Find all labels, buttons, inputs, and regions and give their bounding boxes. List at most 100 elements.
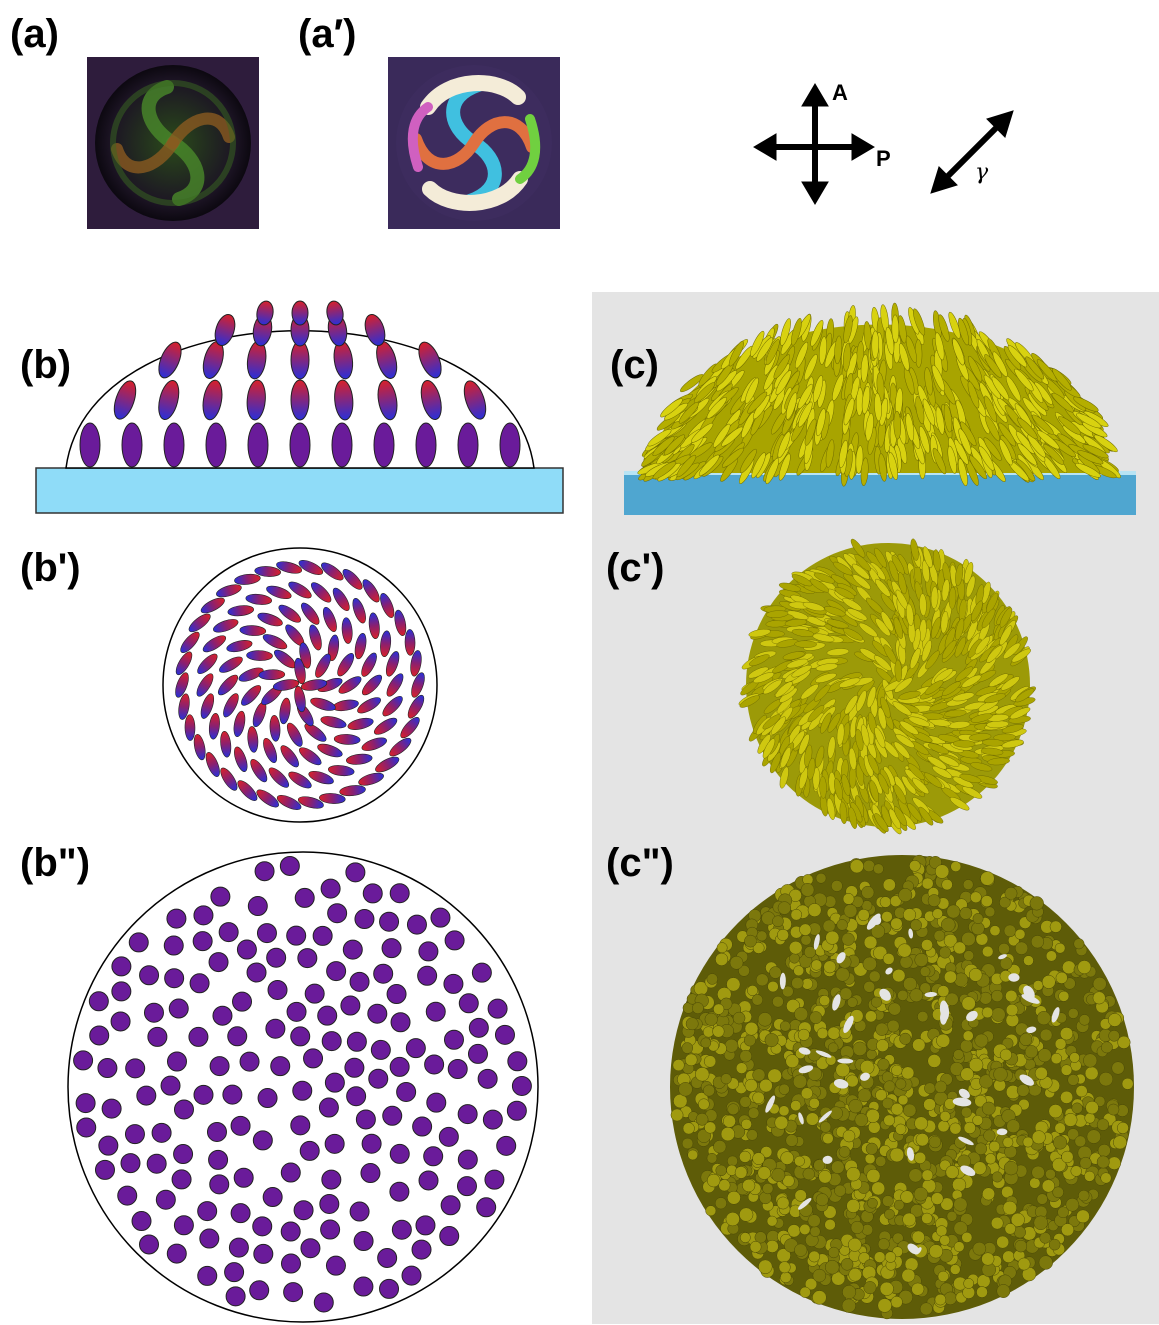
simulated-molecule [882, 1195, 894, 1207]
panel-label-a-prime: (a′) [298, 12, 357, 56]
director-ellipsoid [200, 693, 215, 719]
director-dot [257, 1088, 278, 1109]
simulated-molecule [782, 1174, 795, 1188]
simulated-molecule [1039, 1028, 1053, 1042]
director-dot [342, 939, 363, 960]
simulated-molecule [917, 1011, 929, 1023]
simulated-molecule [1053, 1135, 1068, 1150]
simulated-molecule [798, 767, 809, 790]
simulated-molecule [976, 1286, 988, 1298]
director-dot [424, 1054, 445, 1075]
simulated-molecule [1016, 1084, 1030, 1097]
director-ellipsoid [223, 693, 239, 718]
simulated-molecule [1117, 1035, 1131, 1049]
director-dot [346, 1086, 367, 1107]
simulated-molecule [952, 338, 965, 366]
simulated-molecule [962, 786, 983, 799]
micrograph-a-prime [388, 57, 560, 229]
simulated-molecule [834, 778, 843, 801]
director-ellipsoid [334, 379, 354, 421]
simulated-molecule [921, 1169, 934, 1182]
simulated-molecule [766, 1215, 778, 1227]
simulated-molecule [861, 885, 875, 899]
simulated-molecule [698, 1098, 710, 1111]
director-dot [230, 1115, 251, 1136]
simulated-molecule [809, 578, 830, 593]
simulated-molecule [751, 452, 766, 479]
simulated-molecule [963, 950, 975, 961]
simulated-molecule [828, 1246, 840, 1259]
simulated-molecule [848, 1099, 863, 1114]
simulated-molecule [827, 712, 841, 733]
simulated-molecule [780, 1151, 794, 1165]
panel-label-c-dprime: (c") [606, 841, 674, 885]
director-dot [210, 886, 231, 907]
simulated-molecule [812, 767, 820, 790]
simulated-molecule [1096, 1118, 1110, 1131]
simulated-molecule [1108, 1030, 1120, 1042]
void [837, 1058, 854, 1064]
simulated-molecule [895, 733, 915, 748]
director-ellipsoid [202, 635, 227, 653]
simulated-molecule [909, 647, 921, 669]
director-ellipsoid [404, 629, 416, 656]
simulated-molecule [765, 610, 789, 618]
simulated-molecule [1107, 1103, 1120, 1116]
director-dot [415, 1215, 436, 1236]
simulated-molecule [1004, 886, 1018, 900]
director-dot [506, 1100, 527, 1121]
simulated-molecule [704, 1012, 718, 1026]
simulated-molecule [660, 398, 683, 418]
director-dot [381, 938, 402, 959]
simulated-molecule [743, 1034, 756, 1047]
simulated-molecule [778, 1261, 791, 1274]
simulated-molecule [1084, 1112, 1096, 1124]
simulated-molecule [953, 1221, 968, 1236]
simulated-molecule [1054, 942, 1066, 954]
simulated-molecule [908, 1168, 923, 1183]
director-dot [471, 962, 492, 983]
simulated-molecule [912, 777, 930, 795]
simulated-molecule [804, 418, 817, 446]
simulated-molecule [794, 640, 817, 648]
director-dot [317, 1005, 338, 1026]
simulated-molecule [691, 423, 714, 443]
simulated-molecule [877, 707, 887, 730]
simulated-molecule [1065, 1197, 1080, 1212]
simulated-molecule [703, 1084, 715, 1097]
simulated-molecule [963, 1278, 975, 1289]
simulated-molecule [726, 977, 741, 992]
director-ellipsoid [245, 593, 273, 605]
simulated-molecule [812, 1290, 827, 1305]
director-ellipsoid [216, 584, 242, 598]
simulated-molecule [877, 773, 890, 795]
director-ellipsoid [202, 379, 223, 421]
simulated-molecule [763, 364, 779, 391]
director-dot [447, 1058, 468, 1079]
director-dot [300, 1238, 321, 1259]
simulated-molecule [1017, 1257, 1031, 1271]
simulated-molecule [815, 745, 825, 768]
simulated-molecule [820, 712, 832, 734]
simulated-molecule [1061, 1150, 1074, 1164]
simulated-molecule [757, 1166, 771, 1180]
director-dot [249, 1280, 270, 1301]
director-dot [496, 1135, 517, 1156]
simulated-molecule [1111, 1061, 1125, 1075]
simulated-molecule [991, 1007, 1006, 1022]
simulated-molecule [739, 695, 760, 708]
simulated-molecule [807, 903, 822, 917]
director-dot [97, 1058, 118, 1079]
simulated-molecule [1029, 896, 1044, 911]
director-dot [290, 1026, 311, 1047]
director-dot [252, 1130, 273, 1151]
simulated-molecule [790, 908, 803, 921]
simulated-molecule [740, 1232, 751, 1243]
director-ellipsoid [213, 619, 239, 633]
simulated-molecule [749, 1240, 762, 1253]
director-dot [360, 1163, 381, 1184]
simulated-molecule [866, 686, 877, 708]
simulated-molecule [1005, 989, 1018, 1003]
void [952, 1097, 972, 1107]
director-dot [120, 1153, 141, 1174]
